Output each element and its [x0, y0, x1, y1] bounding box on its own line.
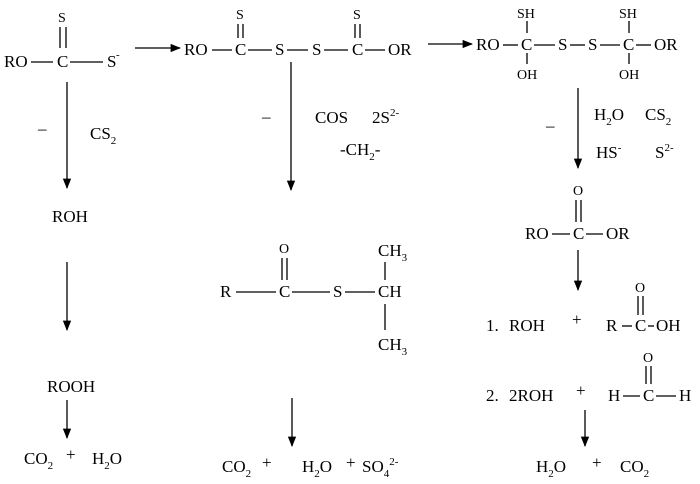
product-water: H2O	[536, 457, 566, 480]
acid-carbon: C	[635, 316, 646, 335]
pathway-2: – COS 2S2- -CH2- R C O S CH CH3 CH3 CO2 …	[220, 62, 408, 480]
thioester-r: R	[220, 282, 232, 301]
dixanthogen-sulfur-2: S	[353, 8, 361, 23]
byproduct-sulfide: 2S2-	[372, 107, 399, 127]
product-water: H2O	[92, 449, 122, 472]
plus-sign: +	[576, 381, 586, 400]
peroxide-rooh: ROOH	[47, 377, 95, 396]
aldehyde-h-left: H	[608, 386, 620, 405]
thioester-oxygen: O	[279, 242, 289, 257]
step-1-alcohol: ROH	[509, 316, 545, 335]
thiol-dimer-oh-2: OH	[619, 68, 639, 83]
byproduct-cs2: CS2	[645, 105, 671, 128]
pathway-1: – CS2 ROH ROOH CO2 + H2O	[24, 82, 122, 472]
carbonate-or: OR	[606, 224, 630, 243]
thiol-dimer-sh-2: SH	[619, 7, 637, 22]
alcohol-roh: ROH	[52, 207, 88, 226]
plus-sign: +	[592, 453, 602, 472]
dixanthogen-sulfur-link-2: S	[312, 40, 321, 59]
dixanthogen-ro: RO	[184, 40, 208, 59]
product-co2: CO2	[222, 457, 251, 480]
plus-sign: +	[262, 453, 272, 472]
thiol-dimer-oh-1: OH	[517, 68, 537, 83]
byproduct-hydrosulfide: HS-	[596, 142, 622, 162]
dixanthogen-sulfur-link-1: S	[275, 40, 284, 59]
thioester-sulfur: S	[333, 282, 342, 301]
step-1-number: 1.	[486, 316, 499, 335]
carbonate-carbon: C	[573, 224, 584, 243]
dixanthogen-sulfur-1: S	[236, 8, 244, 23]
loss-sign: –	[545, 116, 555, 135]
thiol-dimer-molecule: RO C SH OH S S C SH OH OR	[476, 7, 678, 83]
byproduct-sulfide: S2-	[655, 142, 674, 162]
byproduct-cs2: CS2	[90, 124, 116, 147]
byproduct-cos: COS	[315, 108, 348, 127]
loss-sign: –	[37, 119, 47, 138]
thiol-dimer-ro: RO	[476, 35, 500, 54]
acid-r: R	[606, 316, 618, 335]
carbonate-ro: RO	[525, 224, 549, 243]
thiol-dimer-sh-1: SH	[517, 7, 535, 22]
product-co2: CO2	[620, 457, 649, 480]
plus-sign: +	[66, 445, 76, 464]
acid-oh: OH	[656, 316, 681, 335]
plus-sign: +	[572, 310, 582, 329]
thiol-dimer-sulfur-link-1: S	[558, 35, 567, 54]
aldehyde-carbon: C	[643, 386, 654, 405]
methyl-bottom: CH3	[378, 335, 408, 358]
aldehyde-oxygen: O	[643, 351, 653, 366]
dixanthogen-carbon-2: C	[352, 40, 363, 59]
step-2-alcohol: 2ROH	[509, 386, 553, 405]
thiol-dimer-carbon-1: C	[521, 35, 532, 54]
dixanthogen-molecule: RO C S S S C S OR	[184, 8, 412, 59]
thioester-carbon: C	[279, 282, 290, 301]
xanthate-sulfur-anion: S	[107, 52, 116, 71]
xanthate-sulfur-top: S	[58, 11, 66, 26]
step-2-number: 2.	[486, 386, 499, 405]
product-water: H2O	[302, 457, 332, 480]
byproduct-water: H2O	[594, 105, 624, 128]
byproduct-methylene: -CH2-	[340, 140, 381, 163]
thiol-dimer-or: OR	[654, 35, 678, 54]
product-sulfate: SO42-	[362, 456, 399, 480]
aldehyde-h-right: H	[679, 386, 691, 405]
loss-sign: –	[261, 107, 271, 126]
pathway-3: – H2O CS2 HS- S2- RO C O OR 1. ROH + R C…	[486, 88, 691, 480]
isopropyl-ch: CH	[378, 282, 402, 301]
product-co2: CO2	[24, 449, 53, 472]
acid-oxygen: O	[635, 281, 645, 296]
thiol-dimer-sulfur-link-2: S	[588, 35, 597, 54]
plus-sign: +	[346, 453, 356, 472]
xanthate-carbon: C	[57, 52, 68, 71]
dixanthogen-or: OR	[388, 40, 412, 59]
dixanthogen-carbon-1: C	[235, 40, 246, 59]
methyl-top: CH3	[378, 241, 408, 264]
xanthate-ro: RO	[4, 52, 28, 71]
thiol-dimer-carbon-2: C	[623, 35, 634, 54]
xanthate-charge: -	[116, 49, 120, 61]
xanthate-molecule: RO C S S -	[4, 11, 120, 71]
carbonate-oxygen: O	[573, 184, 583, 199]
